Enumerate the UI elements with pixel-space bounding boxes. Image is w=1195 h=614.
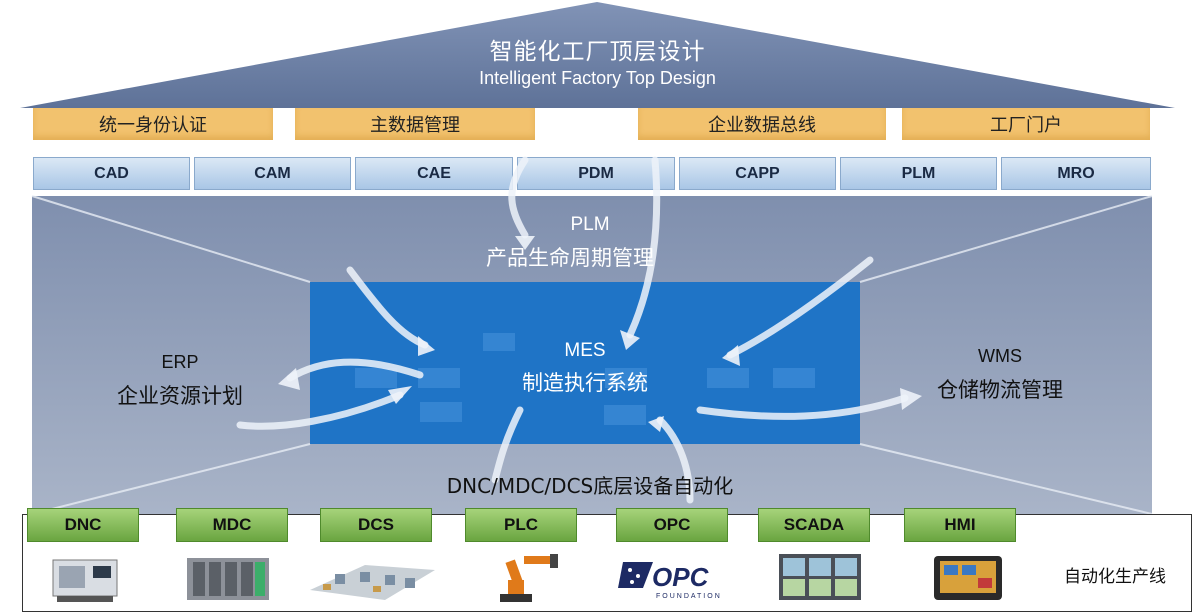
device-scada: SCADA bbox=[758, 508, 870, 542]
plm-name: 产品生命周期管理 bbox=[486, 246, 654, 270]
device-dnc: DNC bbox=[27, 508, 139, 542]
device-mdc: MDC bbox=[176, 508, 288, 542]
svg-text:FOUNDATION: FOUNDATION bbox=[656, 593, 722, 600]
tool-mro: MRO bbox=[1001, 157, 1151, 190]
device-plc: PLC bbox=[465, 508, 577, 542]
tool-capp: CAPP bbox=[679, 157, 836, 190]
cnc-machine-icon bbox=[52, 559, 118, 602]
mes-name: 制造执行系统 bbox=[522, 371, 648, 395]
tool-cae: CAE bbox=[355, 157, 513, 190]
production-line-icon bbox=[310, 565, 435, 600]
production-line-label: 自动化生产线 bbox=[1064, 567, 1166, 587]
tool-plm: PLM bbox=[840, 157, 997, 190]
tool-cam: CAM bbox=[194, 157, 351, 190]
hmi-panel-icon bbox=[934, 556, 1002, 600]
roof-title: 智能化工厂顶层设计 bbox=[489, 39, 706, 65]
erp-name: 企业资源计划 bbox=[117, 384, 243, 408]
roof-subtitle: Intelligent Factory Top Design bbox=[479, 68, 716, 88]
production-line-frame bbox=[22, 514, 1192, 612]
device-opc: OPC bbox=[616, 508, 728, 542]
erp-code: ERP bbox=[161, 352, 199, 372]
tool-pdm: PDM bbox=[517, 157, 675, 190]
wms-name: 仓储物流管理 bbox=[937, 378, 1063, 402]
device-dcs: DCS bbox=[320, 508, 432, 542]
category-enterprise-bus: 企业数据总线 bbox=[638, 108, 886, 140]
flow-arrows bbox=[236, 156, 909, 504]
tool-cad: CAD bbox=[33, 157, 190, 190]
category-identity-auth: 统一身份认证 bbox=[33, 108, 273, 140]
wms-code: WMS bbox=[978, 346, 1022, 366]
category-factory-portal: 工厂门户 bbox=[902, 108, 1150, 140]
svg-text:OPC: OPC bbox=[652, 562, 710, 592]
control-cabinet-icon bbox=[187, 558, 269, 600]
mes-inner-blocks bbox=[355, 333, 815, 425]
opc-logo-icon: OPC FOUNDATION bbox=[618, 562, 722, 600]
category-master-data: 主数据管理 bbox=[295, 108, 535, 140]
plm-code: PLM bbox=[570, 214, 610, 235]
robot-arm-icon bbox=[500, 554, 558, 602]
scada-monitor-icon bbox=[779, 554, 861, 600]
mes-code: MES bbox=[564, 340, 606, 361]
arrow-heads bbox=[278, 236, 922, 432]
automation-caption: DNC/MDC/DCS底层设备自动化 bbox=[446, 474, 734, 498]
roof-triangle bbox=[20, 2, 1175, 108]
device-hmi: HMI bbox=[904, 508, 1016, 542]
